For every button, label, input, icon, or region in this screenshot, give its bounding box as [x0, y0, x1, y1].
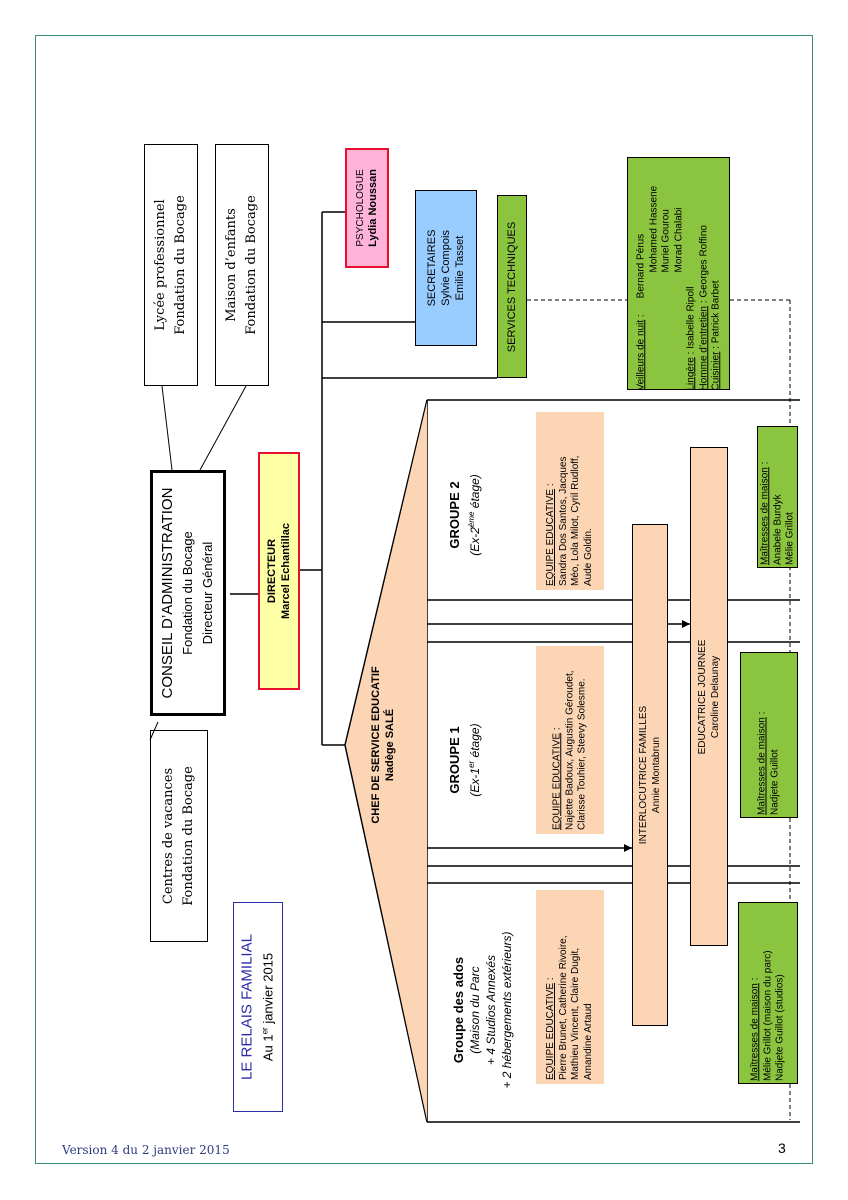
- equipe2-line3: Aude Goldin.: [582, 528, 594, 586]
- maitresses2-box: Maîtresses de maison : Anabele Burdyk Mé…: [757, 426, 798, 568]
- chef-name: Nadège SALÉ: [384, 708, 396, 782]
- maitresses-ados-box: Maîtresses de maison : Mélie Grillot (ma…: [738, 902, 798, 1084]
- centres-line2: Fondation du Bocage: [181, 766, 196, 906]
- maison-line1: Maison d’enfants: [224, 208, 239, 322]
- interlocutrice-name: Annie Montabrun: [651, 736, 662, 814]
- chef-title: CHEF DE SERVICE EDUCATIF: [370, 666, 382, 824]
- technique-staff-box: Veilleurs de nuit :Bernard Pérus Mohamed…: [627, 157, 730, 390]
- maison-box: Maison d’enfants Fondation du Bocage: [215, 144, 269, 386]
- page-number: 3: [778, 1140, 786, 1156]
- secretaires-title: SECRETAIRES: [426, 229, 438, 307]
- homme-row: Homme d’entretien : Georges Roffino: [697, 224, 709, 390]
- maison-line2: Fondation du Bocage: [244, 195, 259, 335]
- lycee-box: Lycée professionnel Fondation du Bocage: [144, 144, 198, 386]
- maitresses1-label-row: Maîtresses de maison :: [756, 711, 768, 815]
- lycee-line2: Fondation du Bocage: [173, 195, 188, 335]
- groupe2-sub: (Ex-2ème étage): [467, 474, 482, 556]
- equipe1-box: EQUIPE EDUCATIVE : Najette Badoux, Augus…: [536, 646, 604, 834]
- arrow-head: [682, 620, 690, 628]
- groupe-ados-sub2: + 4 Studios Annexés: [483, 955, 498, 1065]
- lingere-row: Lingère : Isabelle Ripoll: [684, 286, 696, 390]
- equipe1-label-row: EQUIPE EDUCATIVE :: [551, 727, 563, 830]
- connector: [149, 721, 159, 741]
- relais-title: LE RELAIS FAMILIAL: [238, 934, 256, 1080]
- equipe2-line1: Sandra Dos Santos, Jacques: [557, 456, 569, 586]
- connector: [199, 385, 247, 471]
- lycee-line1: Lycée professionnel: [153, 199, 168, 331]
- page-frame: [35, 35, 813, 1164]
- psychologue-title: PSYCHOLOGUE: [355, 169, 366, 247]
- psychologue-box: PSYCHOLOGUE Lydia Noussan: [345, 148, 389, 268]
- veilleur-2: Mohamed Hassene: [647, 185, 659, 272]
- directeur-box: DIRECTEUR Marcel Echantillac: [258, 452, 300, 690]
- secretaires-box: SECRETAIRES Sylvie Compois Emilie Tasset: [415, 190, 477, 346]
- maitresses-ados-line2: Nadjete Guillot (studios): [774, 974, 786, 1081]
- equipe-ados-box: EQUIPE EDUCATIVE : Pierre Brunet, Cather…: [536, 890, 604, 1084]
- secretaires-name2: Emilie Tasset: [454, 235, 466, 301]
- connector: [161, 385, 173, 471]
- veilleur-4: Morad Chalabi: [672, 206, 684, 272]
- equipe2-box: EQUIPE EDUCATIVE : Sandra Dos Santos, Ja…: [536, 412, 604, 590]
- directeur-name: Marcel Echantillac: [280, 523, 292, 619]
- groupe1-title: GROUPE 1: [447, 726, 462, 794]
- maitresses1-box: Maîtresses de maison : Nadjete Guillot: [740, 652, 798, 818]
- conseil-line1: CONSEIL D’ADMINISTRATION: [159, 487, 176, 699]
- educatrice-name: Caroline Delaunay: [710, 655, 721, 738]
- maitresses2-line2: Mélie Grillot: [783, 512, 795, 565]
- centres-line1: Centres de vacances: [161, 767, 176, 905]
- centres-box: Centres de vacances Fondation du Bocage: [150, 730, 208, 942]
- services-title: SERVICES TECHNIQUES: [506, 221, 518, 352]
- equipe-ados-label-row: EQUIPE EDUCATIVE :: [545, 977, 556, 1080]
- maitresses2-line1: Anabele Burdyk: [771, 494, 783, 565]
- groupe1-sub: (Ex-1er étage): [467, 723, 482, 797]
- maitresses-ados-label-row: Maîtresses de maison :: [749, 977, 761, 1081]
- conseil-line3: Directeur Général: [200, 541, 215, 645]
- equipe2-line2: Méo, Lola Milot, Cyril Rudloff,: [570, 455, 581, 586]
- equipe-ados-line2: Mathieu Vincent, Claire Dugit,: [570, 947, 581, 1080]
- groupe2-title: GROUPE 2: [447, 481, 462, 549]
- equipe2-label-row: EQUIPE EDUCATIVE :: [545, 483, 556, 586]
- cuisinier-row: Cuisinier : Patrick Barbet: [709, 279, 721, 390]
- conseil-line2: Fondation du Bocage: [180, 531, 195, 655]
- interlocutrice-box: INTERLOCUTRICE FAMILLES Annie Montabrun: [632, 524, 668, 1026]
- secretaires-name1: Sylvie Compois: [440, 230, 452, 306]
- footer-version: Version 4 du 2 janvier 2015: [62, 1143, 230, 1157]
- veilleurs-row: Veilleurs de nuit :Bernard Pérus: [634, 233, 646, 390]
- veilleur-3: Muriel Gourou: [659, 208, 671, 272]
- equipe1-line1: Najette Badoux, Augustin Géroudet,: [563, 670, 575, 830]
- chef-label-wrap: CHEF DE SERVICE EDUCATIF Nadège SALÉ: [358, 640, 408, 850]
- conseil-box: CONSEIL D’ADMINISTRATION Fondation du Bo…: [150, 470, 226, 716]
- interlocutrice-title: INTERLOCUTRICE FAMILLES: [638, 705, 649, 845]
- arrow-head: [624, 844, 632, 852]
- educatrice-title: EDUCATRICE JOURNEE: [697, 639, 708, 754]
- directeur-title: DIRECTEUR: [266, 538, 278, 604]
- relais-title-box: LE RELAIS FAMILIAL Au 1er janvier 2015: [233, 902, 283, 1112]
- maitresses-ados-line1: Mélie Grillot (maison du parc): [761, 950, 773, 1081]
- equipe1-line2: Clarisse Touhier, Steevy Solesme.: [576, 678, 588, 830]
- psychologue-name: Lydia Noussan: [367, 169, 379, 247]
- groupe-ados-title: Groupe des ados: [450, 956, 466, 1064]
- educatrice-box: EDUCATRICE JOURNEE Caroline Delaunay: [690, 447, 728, 946]
- relais-date: Au 1er janvier 2015: [260, 952, 276, 1062]
- groupe-ados-sub1: (Maison du Parc: [467, 966, 482, 1054]
- services-box: SERVICES TECHNIQUES: [497, 195, 527, 378]
- groupe-ados-sub3: + 2 hébergements extérieurs): [499, 931, 514, 1089]
- groupe1-header: GROUPE 1 (Ex-1er étage): [440, 700, 490, 820]
- groupe-ados-header: Groupe des ados (Maison du Parc + 4 Stud…: [435, 915, 530, 1105]
- maitresses1-line1: Nadjete Guillot: [769, 749, 780, 815]
- maitresses2-label-row: Maîtresses de maison :: [758, 461, 770, 565]
- equipe-ados-line1: Pierre Brunet, Catherine Rivoire,: [557, 935, 569, 1080]
- equipe-ados-line3: Amandine Artaud: [582, 1003, 594, 1080]
- groupe2-header: GROUPE 2 (Ex-2ème étage): [440, 455, 490, 575]
